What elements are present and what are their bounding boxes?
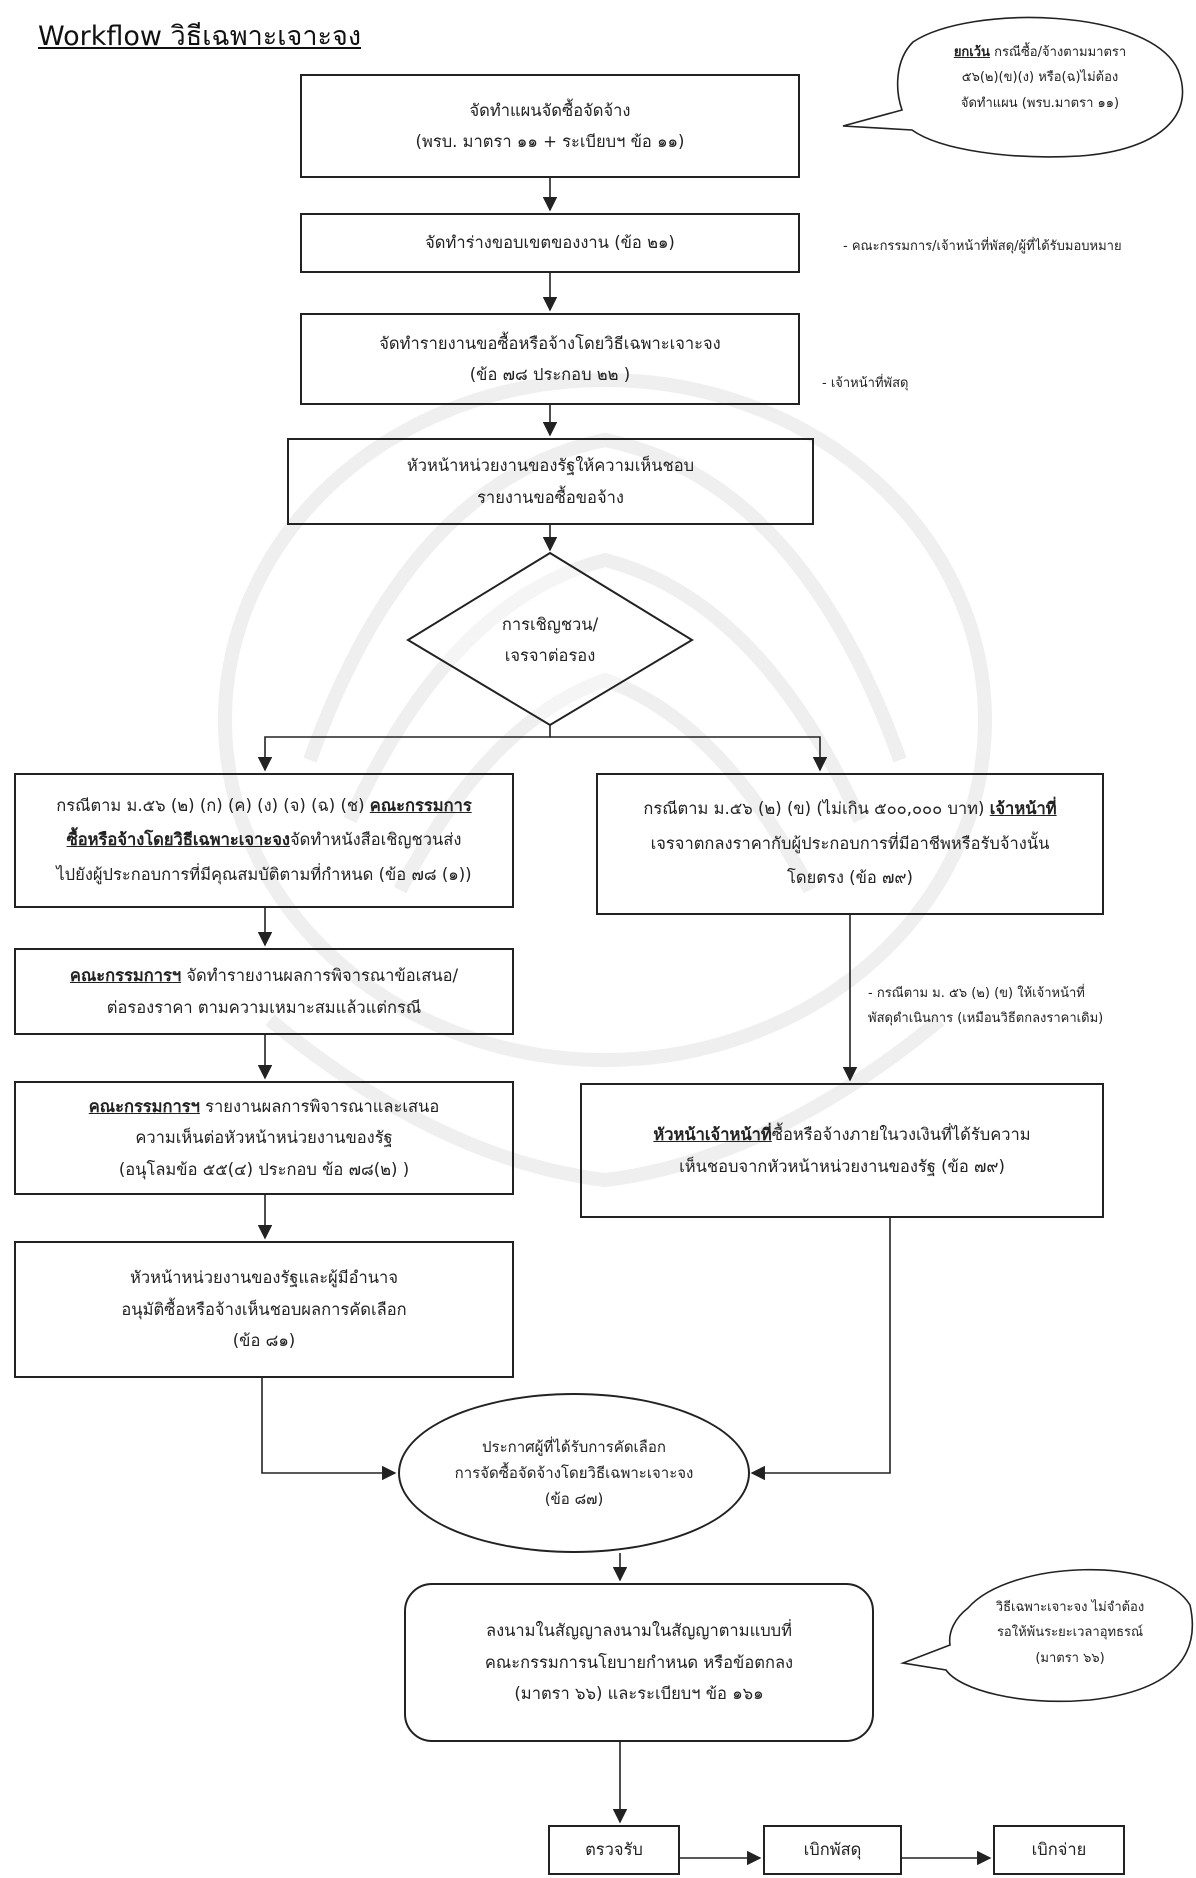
right-purchase-line2: เห็นชอบจากหัวหน้าหน่วยงานของรัฐ (ข้อ ๗๙) <box>679 1156 1005 1176</box>
exception-bubble-line3: จัดทำแผน (พรบ.มาตรา ๑๑) <box>960 95 1120 111</box>
step-report-line2: (ข้อ ๗๘ ประกอบ ๒๒ ) <box>469 365 631 384</box>
left-propose-line1-text: รายงานผลการพิจารณาและเสนอ <box>199 1096 440 1116</box>
left-authorize-line1: หัวหน้าหน่วยงานของรัฐและผู้มีอำนาจ <box>129 1268 398 1288</box>
left-propose-line2: ความเห็นต่อหัวหน้าหน่วยงานของรัฐ <box>135 1128 393 1148</box>
step-approve-line2: รายงานขอซื้อขอจ้าง <box>477 487 624 507</box>
exception-bubble-line1-text: กรณีซื้อ/จ้างตามมาตรา <box>989 45 1127 60</box>
arrow-right2-announce <box>750 1218 891 1481</box>
left-invite-line1-text: กรณีตาม ม.๕๖ (๒) (ก) (ค) (ง) (จ) (ฉ) (ช) <box>56 795 370 815</box>
contract-box: ลงนามในสัญญาลงนามในสัญญาตามแบบที่ คณะกรร… <box>404 1583 874 1742</box>
final-inspect-label: ตรวจรับ <box>585 1840 643 1860</box>
decision-line2: เจรจาต่อรอง <box>504 646 596 665</box>
committee-short-label: คณะกรรมการฯ <box>69 966 182 986</box>
branch-line-right <box>550 736 828 772</box>
final-withdraw-goods-label: เบิกพัสดุ <box>803 1840 862 1860</box>
step-plan-line2: (พรบ. มาตรา ๑๑ + ระเบียบฯ ข้อ ๑๑) <box>415 132 685 151</box>
branch-line <box>257 725 551 772</box>
step-plan-box: จัดทำแผนจัดซื้อจัดจ้าง (พรบ. มาตรา ๑๑ + … <box>300 74 800 178</box>
appeal-bubble-line2: รอให้พ้นระยะเวลาอุทธรณ์ <box>996 1625 1144 1641</box>
appeal-bubble-text: วิธีเฉพาะเจาะจง ไม่จำต้อง รอให้พ้นระยะเว… <box>950 1595 1190 1671</box>
right-negotiate-line3: โดยตรง (ข้อ ๗๙) <box>787 868 913 888</box>
committee-short-label-2: คณะกรรมการฯ <box>88 1096 200 1116</box>
exception-bubble-text: ยกเว้น กรณีซื้อ/จ้างตามมาตรา ๕๖(๒)(ข)(ง)… <box>905 40 1175 116</box>
step-scope-line1: จัดทำร่างขอบเขตของงาน (ข้อ ๒๑) <box>425 233 675 253</box>
note-officer-action-line1: - กรณีตาม ม. ๕๖ (๒) (ข) ให้เจ้าหน้าที่ <box>868 986 1085 1001</box>
head-officer-label: หัวหน้าเจ้าหน้าที่ <box>653 1125 772 1145</box>
right-negotiate-line1: กรณีตาม ม.๕๖ (๒) (ข) (ไม่เกิน ๕๐๐,๐๐๐ บา… <box>643 792 1056 827</box>
left-authorize-line3: (ข้อ ๘๑) <box>232 1331 296 1351</box>
right-negotiate-line2: เจรจาตกลงราคากับผู้ประกอบการที่มีอาชีพหร… <box>650 833 1050 853</box>
left-evaluate-line1-text: จัดทำรายงานผลการพิจารณาข้อเสนอ/ <box>181 966 459 986</box>
appeal-bubble-line3: (มาตรา ๖๖) <box>1035 1650 1105 1666</box>
left-authorize-line2: อนุมัติซื้อหรือจ้างเห็นชอบผลการคัดเลือก <box>121 1299 407 1319</box>
left-invite-line2: ซื้อหรือจ้างโดยวิธีเฉพาะเจาะจงจัดทำหนังส… <box>67 823 462 858</box>
final-withdraw-goods-box: เบิกพัสดุ <box>763 1825 902 1875</box>
left-propose-line3: (อนุโลมข้อ ๕๕(๔) ประกอบ ข้อ ๗๘(๒) ) <box>118 1159 410 1179</box>
left-invite-box: กรณีตาม ม.๕๖ (๒) (ก) (ค) (ง) (จ) (ฉ) (ช)… <box>14 773 514 908</box>
step-plan-line1: จัดทำแผนจัดซื้อจัดจ้าง <box>469 100 631 120</box>
right-purchase-line1-text: ซื้อหรือจ้างภายในวงเงินที่ได้รับความ <box>771 1125 1031 1145</box>
left-propose-box: คณะกรรมการฯ รายงานผลการพิจารณาและเสนอ คว… <box>14 1081 514 1195</box>
contract-line2: คณะกรรมการนโยบายกำหนด หรือข้อตกลง <box>484 1652 794 1672</box>
left-invite-line3: ไปยังผู้ประกอบการที่มีคุณสมบัติตามที่กำห… <box>56 864 472 884</box>
exception-bubble-line1: ยกเว้น กรณีซื้อ/จ้างตามมาตรา <box>905 40 1175 65</box>
appeal-bubble-line1: วิธีเฉพาะเจาะจง ไม่จำต้อง <box>995 1600 1145 1615</box>
committee-label-cont: ซื้อหรือจ้างโดยวิธีเฉพาะเจาะจง <box>66 830 290 850</box>
left-invite-line2-text: จัดทำหนังสือเชิญชวนส่ง <box>289 830 462 850</box>
speech-bubble-exception <box>842 16 1184 158</box>
contract-line3: (มาตรา ๖๖) และระเบียบฯ ข้อ ๑๖๑ <box>514 1684 764 1704</box>
final-inspect-box: ตรวจรับ <box>548 1825 680 1875</box>
announce-line3: (ข้อ ๘๗) <box>544 1490 604 1509</box>
left-evaluate-line2: ต่อรองราคา ตามความเหมาะสมแล้วแต่กรณี <box>106 997 422 1017</box>
speech-bubble-appeal <box>899 1568 1194 1703</box>
left-invite-line1: กรณีตาม ม.๕๖ (๒) (ก) (ค) (ง) (จ) (ฉ) (ช)… <box>56 789 471 824</box>
note-committee: - คณะกรรมการ/เจ้าหน้าที่พัสดุ/ผู้ที่ได้ร… <box>843 239 1122 254</box>
note-officer-action: - กรณีตาม ม. ๕๖ (๒) (ข) ให้เจ้าหน้าที่ พ… <box>868 982 1103 1031</box>
right-purchase-box: หัวหน้าเจ้าหน้าที่ซื้อหรือจ้างภายในวงเงิ… <box>580 1083 1104 1218</box>
page-title: Workflow วิธีเฉพาะเจาะจง <box>38 21 361 52</box>
decision-line1: การเชิญชวน/ <box>501 614 599 634</box>
left-propose-line1: คณะกรรมการฯ รายงานผลการพิจารณาและเสนอ <box>89 1091 439 1122</box>
left-evaluate-line1: คณะกรรมการฯ จัดทำรายงานผลการพิจารณาข้อเส… <box>70 960 458 991</box>
arrow-left4-announce <box>261 1378 397 1481</box>
left-authorize-box: หัวหน้าหน่วยงานของรัฐและผู้มีอำนาจ อนุมั… <box>14 1241 514 1378</box>
decision-text: การเชิญชวน/ เจรจาต่อรอง <box>440 600 660 680</box>
exception-keyword: ยกเว้น <box>953 45 990 60</box>
right-purchase-line1: หัวหน้าเจ้าหน้าที่ซื้อหรือจ้างภายในวงเงิ… <box>653 1119 1030 1150</box>
right-negotiate-line1-text: กรณีตาม ม.๕๖ (๒) (ข) (ไม่เกิน ๕๐๐,๐๐๐ บา… <box>643 799 990 819</box>
decision-diamond <box>406 551 694 727</box>
step-approve-box: หัวหน้าหน่วยงานของรัฐให้ความเห็นชอบ รายง… <box>287 438 814 525</box>
step-approve-line1: หัวหน้าหน่วยงานของรัฐให้ความเห็นชอบ <box>406 456 695 476</box>
announce-ellipse: ประกาศผู้ที่ได้รับการคัดเลือก การจัดซื้อ… <box>398 1393 750 1553</box>
step-scope-box: จัดทำร่างขอบเขตของงาน (ข้อ ๒๑) <box>300 213 800 273</box>
committee-label: คณะกรรมการ <box>369 795 472 815</box>
final-disburse-box: เบิกจ่าย <box>993 1825 1125 1875</box>
step-report-box: จัดทำรายงานขอซื้อหรือจ้างโดยวิธีเฉพาะเจา… <box>300 313 800 405</box>
final-disburse-label: เบิกจ่าย <box>1031 1840 1087 1860</box>
officer-label: เจ้าหน้าที่ <box>989 799 1057 819</box>
note-officer-action-line2: พัสดุดำเนินการ (เหมือนวิธีตกลงราคาเดิม) <box>868 1010 1104 1026</box>
note-officer: - เจ้าหน้าที่พัสดุ <box>822 376 909 391</box>
step-report-line1: จัดทำรายงานขอซื้อหรือจ้างโดยวิธีเฉพาะเจา… <box>379 333 721 353</box>
exception-bubble-line2: ๕๖(๒)(ข)(ง) หรือ(ฉ)ไม่ต้อง <box>961 70 1119 86</box>
announce-line1: ประกาศผู้ที่ได้รับการคัดเลือก <box>482 1437 666 1456</box>
right-negotiate-box: กรณีตาม ม.๕๖ (๒) (ข) (ไม่เกิน ๕๐๐,๐๐๐ บา… <box>596 773 1104 915</box>
left-evaluate-box: คณะกรรมการฯ จัดทำรายงานผลการพิจารณาข้อเส… <box>14 948 514 1035</box>
contract-line1: ลงนามในสัญญาลงนามในสัญญาตามแบบที่ <box>485 1621 793 1641</box>
announce-line2: การจัดซื้อจัดจ้างโดยวิธีเฉพาะเจาะจง <box>454 1463 694 1482</box>
watermark-seal-icon <box>218 373 992 1188</box>
